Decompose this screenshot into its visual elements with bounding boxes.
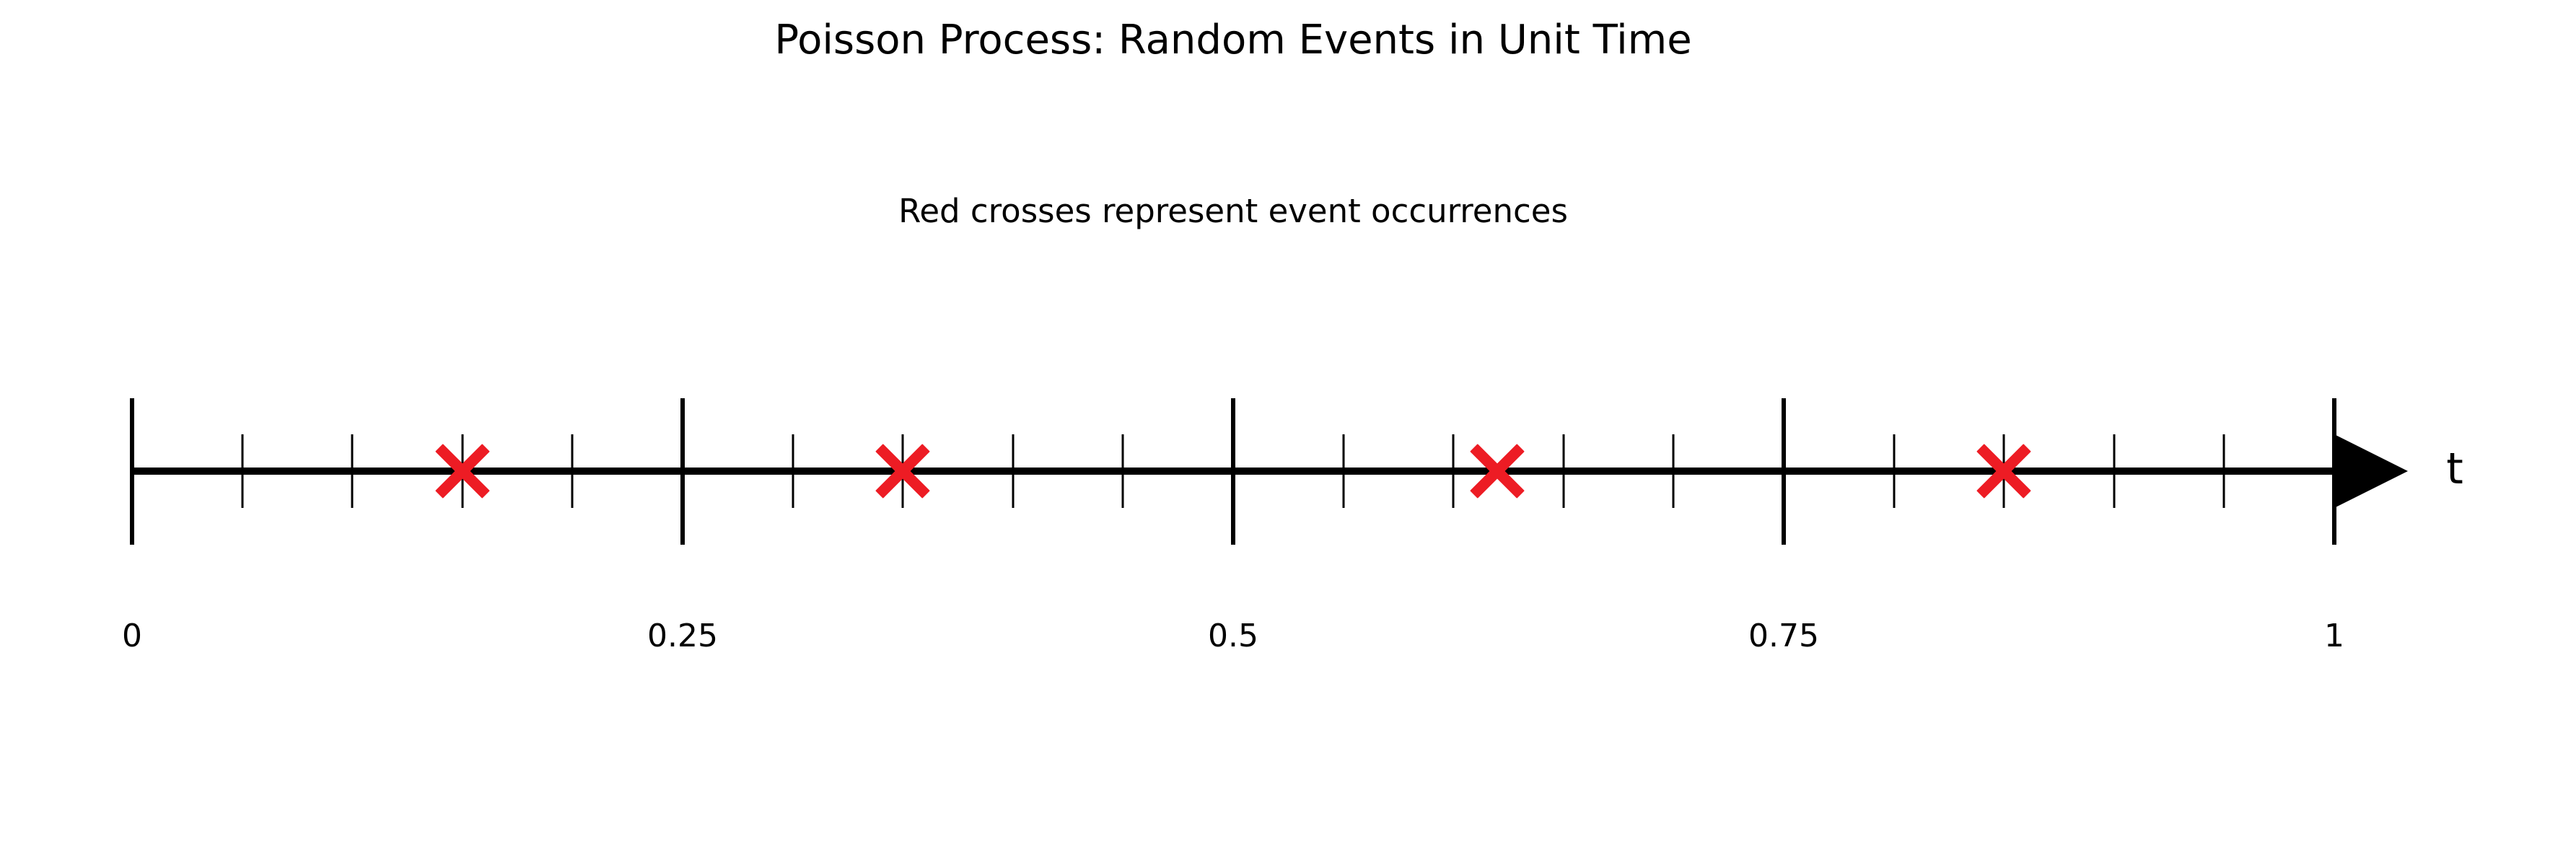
- major-tick: [680, 398, 685, 545]
- minor-tick: [1342, 434, 1345, 508]
- event-cross-icon: [434, 444, 490, 499]
- minor-tick: [1893, 434, 1896, 508]
- minor-tick: [1012, 434, 1015, 508]
- minor-tick: [2222, 434, 2225, 508]
- figure-title: Poisson Process: Random Events in Unit T…: [774, 17, 1692, 63]
- event-cross-icon: [1470, 444, 1525, 499]
- minor-tick: [1562, 434, 1565, 508]
- major-tick: [1231, 398, 1235, 545]
- minor-tick: [792, 434, 794, 508]
- tick-label: 0.5: [1208, 618, 1258, 654]
- minor-tick: [1121, 434, 1124, 508]
- tick-label: 0.25: [647, 618, 718, 654]
- minor-tick: [571, 434, 574, 508]
- minor-tick: [1452, 434, 1455, 508]
- event-cross-icon: [1976, 444, 2032, 499]
- tick-label: 0.75: [1748, 618, 1819, 654]
- axis-arrow-icon: [2336, 435, 2408, 507]
- minor-tick: [241, 434, 244, 508]
- minor-tick: [351, 434, 354, 508]
- major-tick: [1782, 398, 1786, 545]
- event-cross-icon: [875, 444, 931, 499]
- minor-tick: [1672, 434, 1675, 508]
- axis-arrow-label: t: [2446, 444, 2463, 494]
- tick-label: 1: [2324, 618, 2344, 654]
- minor-tick: [2113, 434, 2116, 508]
- figure-subtitle: Red crosses represent event occurrences: [898, 192, 1568, 230]
- major-tick: [2332, 398, 2336, 545]
- major-tick: [130, 398, 134, 545]
- tick-label: 0: [122, 618, 142, 654]
